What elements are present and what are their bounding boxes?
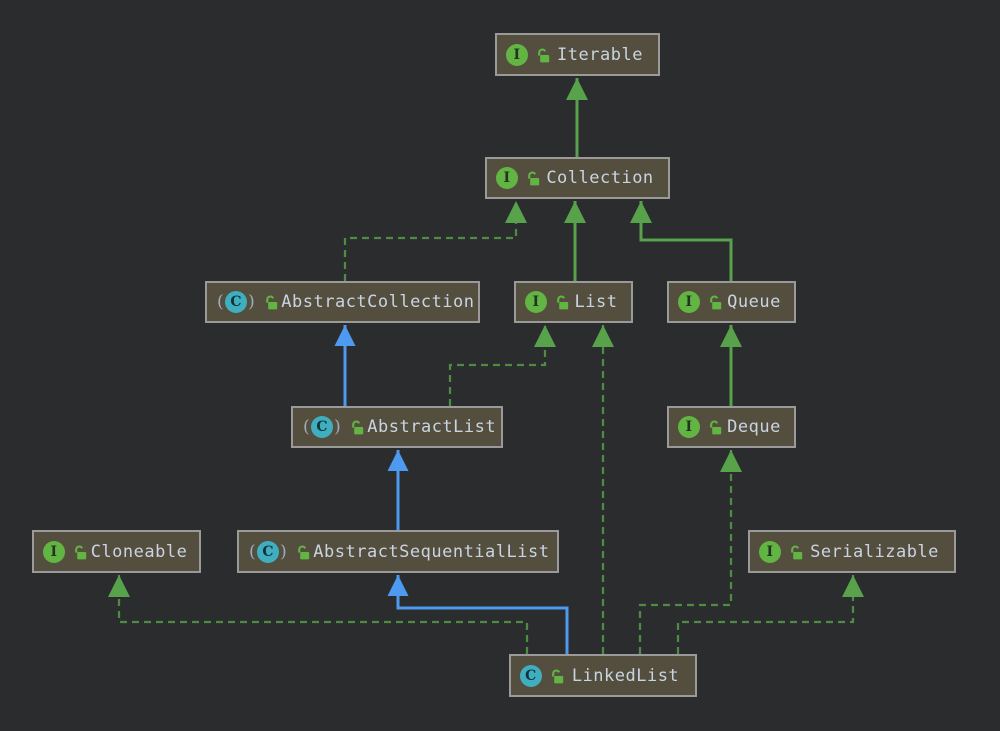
node-linked-list[interactable]: C LinkedList: [509, 654, 697, 697]
class-icon: C: [257, 540, 280, 563]
interface-icon: I: [43, 540, 65, 563]
node-deque[interactable]: I Deque: [667, 406, 796, 448]
open-lock-icon: [263, 294, 279, 310]
interface-icon: I: [506, 43, 528, 66]
open-lock-icon: [295, 544, 311, 560]
node-label: LinkedList: [571, 665, 680, 686]
abstract-class-icon: ( C ): [303, 416, 342, 438]
edge-linkedlist-implements-serializable: [676, 575, 864, 654]
node-queue[interactable]: I Queue: [667, 281, 796, 323]
edge-abstractcollection-implements-collection: [343, 201, 527, 281]
node-label: Iterable: [557, 44, 643, 65]
node-serializable[interactable]: I Serializable: [748, 530, 956, 573]
abstract-class-icon: ( C ): [249, 540, 288, 563]
node-cloneable[interactable]: I Cloneable: [32, 530, 201, 573]
node-collection[interactable]: I Collection: [485, 157, 670, 199]
abstract-class-icon: ( C ): [217, 291, 256, 313]
node-abstract-sequential-list[interactable]: ( C ) AbstractSequentialList: [237, 530, 559, 573]
open-lock-icon: [554, 294, 570, 310]
open-lock-icon: [707, 419, 723, 435]
edge-linkedlist-implements-deque: [638, 450, 742, 654]
interface-icon: I: [759, 540, 781, 563]
node-label: Serializable: [810, 541, 939, 562]
node-list[interactable]: I List: [514, 281, 633, 323]
node-label: AbstractCollection: [281, 292, 475, 312]
node-label: Collection: [546, 168, 654, 188]
edge-queue-extends-collection: [630, 201, 733, 281]
open-lock-icon: [72, 544, 88, 560]
edge-linkedlist-implements-cloneable: [108, 575, 529, 654]
edge-abstractlist-implements-list: [448, 325, 556, 406]
node-label: AbstractSequentialList: [313, 541, 550, 562]
node-abstract-collection[interactable]: ( C ) AbstractCollection: [205, 281, 480, 323]
open-lock-icon: [525, 170, 541, 186]
open-lock-icon: [788, 544, 804, 560]
open-lock-icon: [535, 47, 551, 63]
interface-icon: I: [678, 416, 700, 438]
node-iterable[interactable]: I Iterable: [495, 33, 660, 76]
interface-icon: I: [678, 291, 700, 313]
node-label: Cloneable: [90, 541, 188, 562]
node-abstract-list[interactable]: ( C ) AbstractList: [291, 406, 503, 448]
interface-icon: I: [525, 291, 547, 313]
interface-icon: I: [496, 167, 518, 189]
open-lock-icon: [349, 419, 365, 435]
open-lock-icon: [549, 668, 565, 684]
edge-linkedlist-extends-abstractsequentiallist: [387, 575, 569, 654]
node-label: List: [574, 292, 618, 312]
open-lock-icon: [707, 294, 723, 310]
node-label: Deque: [727, 417, 781, 437]
class-icon: C: [311, 416, 334, 438]
node-label: Queue: [727, 292, 781, 312]
class-icon: C: [520, 664, 542, 687]
class-icon: C: [225, 291, 248, 313]
node-label: AbstractList: [367, 417, 497, 437]
